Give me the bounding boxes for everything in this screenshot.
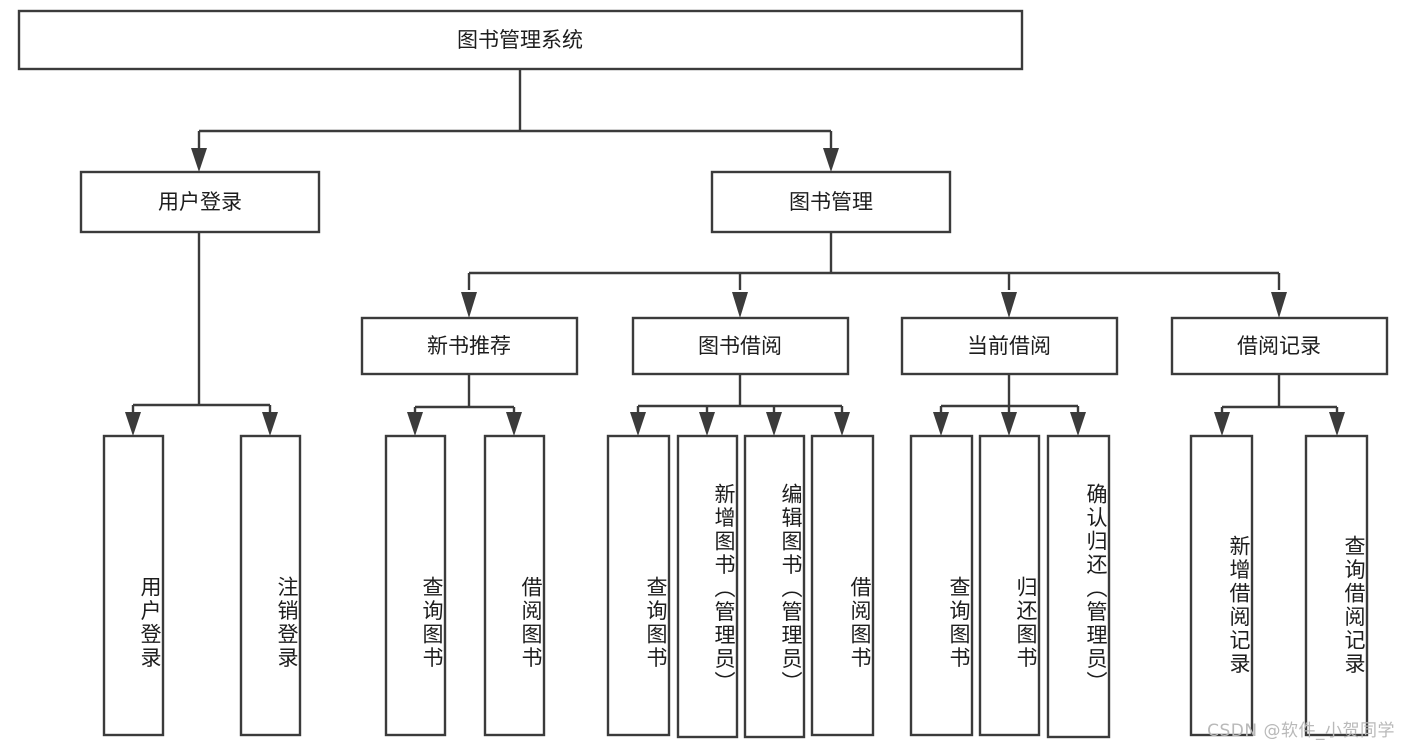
arrowhead-user-login [191,148,207,172]
leaf-box-add-borrow-record[interactable] [1189,434,1254,737]
node-current-borrow-label: 当前借阅 [967,334,1051,358]
arrowhead-leaf-user-login [125,412,141,436]
node-book-borrow-box[interactable] [631,316,850,376]
horizontal-label-layer: 图书管理系统 用户登录 图书管理 新书推荐 图书借阅 当前借阅 借阅记录 [158,28,1321,358]
node-user-login-label: 用户登录 [158,190,242,214]
leaf-box-edit-book-admin[interactable] [743,434,806,739]
node-root-box[interactable] [17,9,1024,71]
leaf-box-logout[interactable] [239,434,302,737]
arrowhead-borrowrecord-leaf-2 [1329,412,1345,436]
leaf-box-borrow-book-2[interactable] [810,434,875,737]
leaf-box-query-book-3[interactable] [909,434,974,737]
leaf-box-query-book-1[interactable] [384,434,447,737]
arrowhead-bookborrow-leaf-3 [766,412,782,436]
arrowhead-bookborrow-leaf-1 [630,412,646,436]
node-root-label: 图书管理系统 [457,28,583,52]
node-layer [17,9,1389,739]
node-new-book-recommend-box[interactable] [360,316,579,376]
node-borrow-record-label: 借阅记录 [1237,334,1321,358]
arrowhead-new-book [461,292,477,318]
arrowhead-currentborrow-leaf-3 [1070,412,1086,436]
node-new-book-recommend-label: 新书推荐 [427,334,511,358]
arrowhead-bookborrow-leaf-2 [699,412,715,436]
arrowhead-newbook-leaf-1 [407,412,423,436]
arrowhead-currentborrow-leaf-1 [933,412,949,436]
arrowhead-bookborrow-leaf-4 [834,412,850,436]
leaf-box-confirm-return-admin[interactable] [1046,434,1111,739]
node-user-login-box[interactable] [79,170,321,234]
csdn-watermark: CSDN @软件_小贺同学 [1207,721,1395,741]
leaf-box-user-login[interactable] [102,434,165,737]
arrowhead-book-borrow [732,292,748,318]
node-borrow-record-box[interactable] [1170,316,1389,376]
node-book-borrow-label: 图书借阅 [698,334,782,358]
connector-layer [125,70,1345,436]
leaf-box-query-book-2[interactable] [606,434,671,737]
arrowhead-borrowrecord-leaf-1 [1214,412,1230,436]
leaf-box-query-borrow-record[interactable] [1304,434,1369,737]
leaf-box-return-book[interactable] [978,434,1041,737]
arrowhead-newbook-leaf-2 [506,412,522,436]
node-book-management-box[interactable] [710,170,952,234]
node-book-management-label: 图书管理 [789,190,873,214]
arrowhead-current-borrow [1001,292,1017,318]
leaf-box-borrow-book-1[interactable] [483,434,546,737]
arrowhead-book-mgmt [823,148,839,172]
node-current-borrow-box[interactable] [900,316,1119,376]
arrowhead-leaf-logout [262,412,278,436]
arrowhead-currentborrow-leaf-2 [1001,412,1017,436]
leaf-box-add-book-admin[interactable] [676,434,739,739]
arrowhead-borrow-record [1271,292,1287,318]
